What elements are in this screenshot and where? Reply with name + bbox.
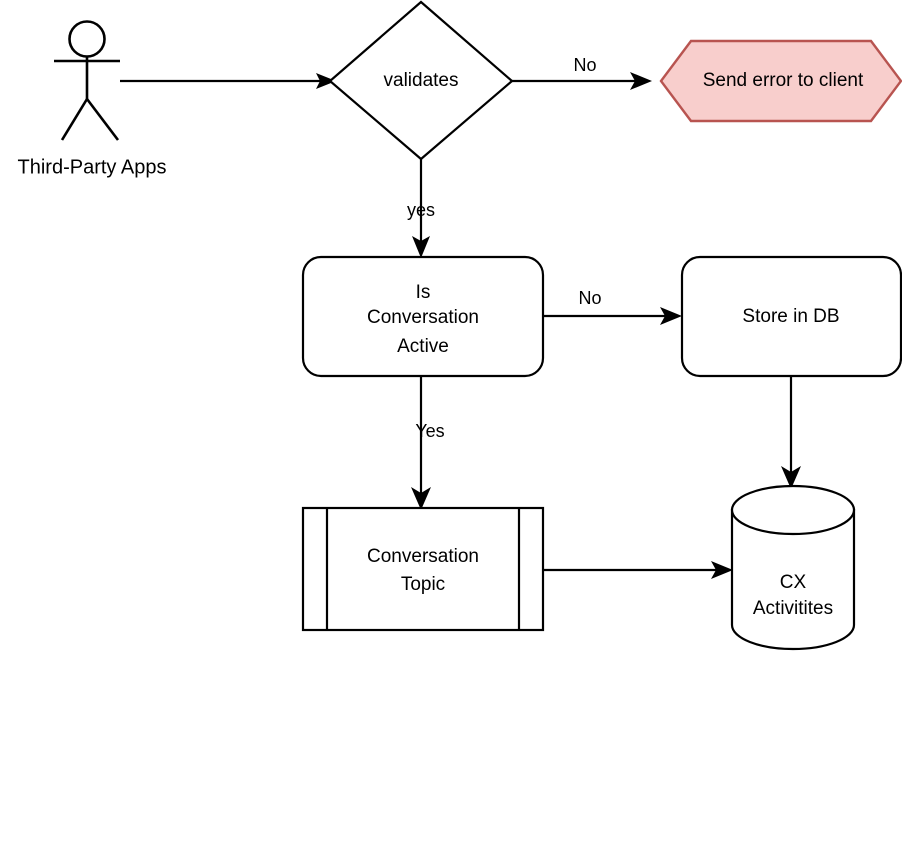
edge-validates-to-is-conversation-active: yes [407,159,435,258]
arrow-head-icon [316,73,336,89]
actor-head-icon [68,20,106,58]
cylinder-top-ellipse [730,484,856,536]
node-third-party-apps-actor[interactable]: Third-Party Apps [18,20,167,179]
node-conversation-topic[interactable]: Conversation Topic [301,506,545,632]
node-validates-decision[interactable]: validates [328,0,514,161]
edge-active-to-store-in-db: No [543,288,682,325]
edge-actor-to-validates [120,73,336,89]
cx-activities-line-2: Activitites [753,598,833,619]
edge-label-active-yes: Yes [415,421,444,441]
node-store-in-db[interactable]: Store in DB [680,255,902,378]
edge-label-active-no: No [578,288,601,308]
hexagon-shape [659,39,902,123]
store-in-db-label: Store in DB [742,306,839,327]
validates-label: validates [384,70,459,91]
edge-store-in-db-to-cx-activities [781,376,801,489]
actor-right-leg-icon [85,98,120,141]
edge-label-validates-yes: yes [407,200,435,220]
send-error-label: Send error to client [703,70,864,91]
node-cx-activities-database[interactable]: CX Activitites [730,484,856,651]
cylinder-body [730,508,856,651]
arrow-head-icon [781,466,801,489]
conversation-topic-line-1: Conversation [367,546,479,567]
edge-active-to-conversation-topic: Yes [411,376,445,510]
actor-label: Third-Party Apps [18,156,167,178]
actor-left-leg-icon [60,98,89,141]
arrow-head-icon [412,236,430,258]
cx-activities-line-1: CX [780,572,807,593]
predefined-process-shape [301,506,545,632]
is-conversation-active-line-1: Is [416,282,431,303]
is-conversation-active-line-3: Active [397,336,449,357]
node-send-error-to-client[interactable]: Send error to client [659,39,902,123]
arrow-head-icon [711,561,733,579]
node-is-conversation-active[interactable]: Is Conversation Active [301,255,545,378]
arrow-head-icon [411,487,431,510]
edge-label-validates-no: No [573,55,596,75]
arrow-head-icon [660,307,682,325]
is-conversation-active-line-2: Conversation [367,307,479,328]
arrow-head-icon [630,72,652,90]
edge-validates-to-send-error: No [512,55,652,90]
edge-conversation-topic-to-cx-activities [543,561,733,579]
conversation-topic-line-2: Topic [401,574,445,595]
